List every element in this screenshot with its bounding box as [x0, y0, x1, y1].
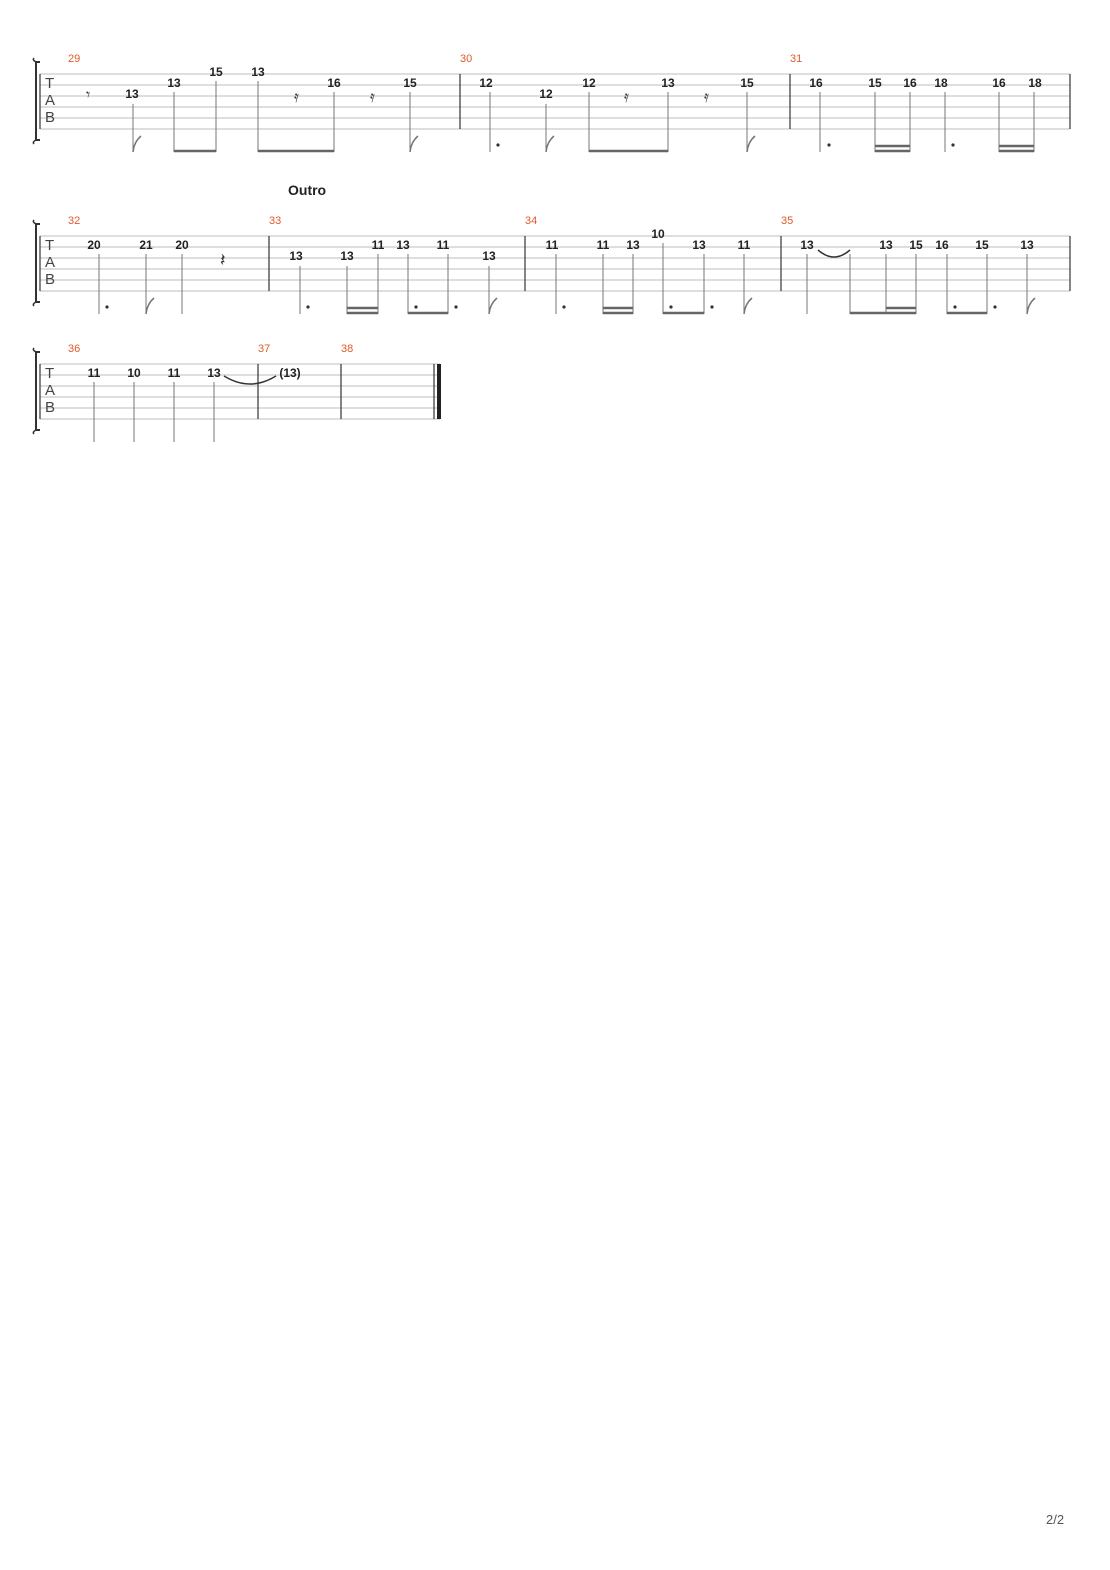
fret-number: 15	[740, 76, 754, 90]
measure-number: 36	[68, 343, 80, 355]
eighth-rest: 𝄾	[86, 85, 90, 104]
measure-number: 37	[258, 343, 270, 355]
fret-number: 11	[738, 238, 751, 252]
tab-staff: T A B 32 33 34 35 𝄽 20 21 20 13 13 11 13	[32, 215, 1071, 315]
fret-number: 13	[482, 249, 496, 263]
tab-clef-t: T	[45, 365, 54, 382]
fret-number: 15	[909, 238, 923, 252]
sixteenth-rest: 𝄿	[704, 87, 709, 106]
fret-number: (13)	[279, 366, 300, 380]
fret-number: 13	[626, 238, 640, 252]
tab-system-2: T A B 32 33 34 35 𝄽 20 21 20 13 13 11 13	[0, 210, 1110, 330]
fret-number: 18	[1028, 76, 1042, 90]
fret-number: 10	[651, 227, 665, 241]
fret-number: 13	[692, 238, 706, 252]
fret-number: 11	[168, 366, 181, 380]
tab-clef-b: B	[45, 271, 55, 288]
sixteenth-rest: 𝄿	[370, 87, 375, 106]
fret-number: 13	[167, 76, 181, 90]
fret-number: 18	[934, 76, 948, 90]
fret-number: 13	[207, 366, 221, 380]
measure-number: 32	[68, 215, 80, 227]
fret-number: 21	[139, 238, 153, 252]
measure-number: 34	[525, 215, 537, 227]
tab-clef-t: T	[45, 75, 54, 92]
fret-number: 13	[1020, 238, 1034, 252]
fret-number: 20	[175, 238, 189, 252]
sixteenth-rest: 𝄿	[294, 87, 299, 106]
tab-clef-t: T	[45, 237, 54, 254]
fret-number: 13	[289, 249, 303, 263]
measure-number: 35	[781, 215, 793, 227]
fret-number: 10	[127, 366, 141, 380]
fret-number: 11	[546, 238, 559, 252]
fret-number: 13	[396, 238, 410, 252]
tab-clef-a: A	[45, 254, 55, 271]
fret-number: 13	[340, 249, 354, 263]
tie	[223, 375, 277, 385]
measure-number: 30	[460, 53, 472, 65]
section-marker-outro: Outro	[288, 182, 327, 198]
measure-number: 31	[790, 53, 802, 65]
tab-staff: T A B 36 37 38 11 10 11 13 (13)	[32, 343, 441, 442]
fret-number: 11	[597, 238, 610, 252]
final-barline	[437, 364, 441, 419]
fret-number: 13	[800, 238, 814, 252]
tie	[817, 249, 851, 258]
fret-number: 15	[209, 65, 223, 79]
fret-number: 16	[935, 238, 949, 252]
fret-number: 16	[809, 76, 823, 90]
fret-number: 12	[539, 87, 553, 101]
measure-number: 33	[269, 215, 281, 227]
page-number: 2/2	[1046, 1512, 1065, 1527]
tab-clef-b: B	[45, 399, 55, 416]
fret-number: 16	[903, 76, 917, 90]
fret-number: 15	[868, 76, 882, 90]
fret-number: 13	[661, 76, 675, 90]
tab-clef-a: A	[45, 92, 55, 109]
fret-number: 12	[479, 76, 493, 90]
fret-number: 13	[251, 65, 265, 79]
fret-number: 13	[125, 87, 139, 101]
fret-number: 11	[372, 238, 385, 252]
sixteenth-rest: 𝄿	[624, 87, 629, 106]
tab-clef-a: A	[45, 382, 55, 399]
fret-number: 20	[87, 238, 101, 252]
measure-number: 38	[341, 343, 353, 355]
tab-system-3: T A B 36 37 38 11 10 11 13 (13)	[0, 338, 1110, 458]
tab-system-1: T A B 29 30 31 𝄾 𝄿 𝄿 𝄿 𝄿 13 13	[0, 48, 1110, 168]
fret-number: 16	[327, 76, 341, 90]
tab-staff: T A B 29 30 31 𝄾 𝄿 𝄿 𝄿 𝄿 13 13	[32, 53, 1071, 153]
tab-clef-b: B	[45, 109, 55, 126]
measure-number: 29	[68, 53, 80, 65]
fret-number: 15	[403, 76, 417, 90]
fret-number: 15	[975, 238, 989, 252]
fret-number: 12	[582, 76, 596, 90]
fret-number: 13	[879, 238, 893, 252]
fret-number: 11	[88, 366, 101, 380]
fret-number: 16	[992, 76, 1006, 90]
fret-number: 11	[437, 238, 450, 252]
quarter-rest: 𝄽	[220, 250, 226, 271]
